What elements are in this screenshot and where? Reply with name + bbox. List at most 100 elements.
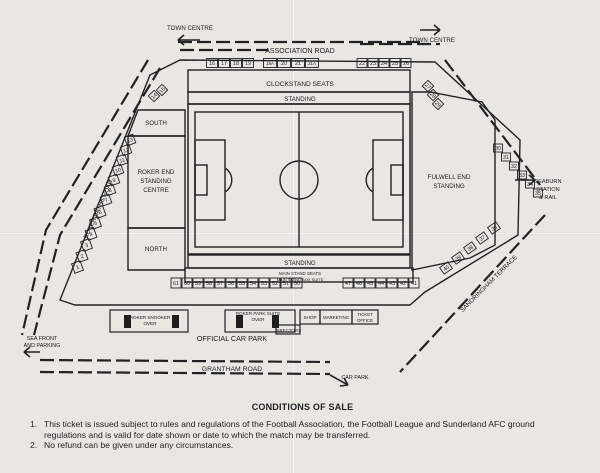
seat-block-5: 5 [88,216,103,230]
seat-block-label: 25 [392,61,398,67]
seat-block-30: 30 [493,143,503,153]
seat-block-label: 30 [495,146,501,152]
seat-block-label: 13 [126,137,134,145]
seat-block-26: 26 [400,58,412,68]
seat-block-32: 32 [509,161,519,171]
seat-block-21A: 21A [305,58,319,68]
seat-block-label: 26 [403,61,409,67]
seat-block-21: 21 [291,58,305,68]
seat-block-label: 22 [359,61,365,67]
seat-block-20: 20 [277,58,291,68]
seat-block-label: 9 [112,178,117,185]
seat-block-label: 51 [283,281,289,287]
seat-block-label: 18A [266,61,274,66]
seat-block-label: 23 [370,61,376,67]
seat-block-label: 7 [104,198,109,205]
stadium-outer-outline [59,59,521,306]
condition-text: No refund can be given under any circums… [44,440,234,451]
seat-block-2: 2 [75,249,89,263]
seat-block-47: 47 [342,277,354,289]
seat-block-58: 58 [203,277,215,289]
sandringham-terrace-line [399,214,546,373]
entrance-marker-2 [172,315,179,328]
entrance-marker-4 [272,315,279,328]
paper-fold-horizontal [0,232,600,235]
seat-block-28: 28 [426,88,440,102]
seat-block-54: 54 [247,277,259,289]
directors-building [275,324,301,335]
seat-block-31: 31 [501,152,511,162]
seat-block-label: 60 [184,281,190,287]
roker-end-label-3: CENTRE [143,187,168,194]
standing-top-label: STANDING [284,96,316,103]
seat-block-label: 45 [367,281,373,287]
seat-block-10: 10 [111,163,125,177]
seat-block-14: 14 [147,89,161,103]
seat-block-label: 29 [433,100,441,108]
penalty-arc-right [365,167,374,193]
sea-front-arrow [23,346,40,358]
seat-block-label: 43 [389,281,395,287]
standing-bottom-label: STANDING [284,260,316,267]
seat-block-label: 40 [442,265,450,273]
seat-block-label: 21A [308,61,316,66]
centre-circle [279,160,319,200]
sea-front-label-1: SEA FRONT [27,336,58,342]
seat-block-label: 14 [150,92,158,100]
seat-block-label: 11 [119,157,126,165]
main-stand-area [184,267,414,283]
seat-block-label: 50 [294,281,300,287]
roker-snooker-label-1: ROKER SNOOKER [130,315,171,320]
ticket-office-label-2: OFFICE [357,318,373,323]
seat-block-label: 2 [80,254,85,261]
seat-block-label: 20 [281,61,287,67]
seat-block-label: 15 [158,86,166,94]
seat-block-label: 38 [466,245,474,253]
seat-block-18: 18 [230,58,242,68]
seat-block-label: 35 [535,191,541,197]
seat-block-16: 16 [206,58,218,68]
town-centre-right-label: TOWN CENTRE [409,37,455,44]
seat-block-label: 10 [114,167,122,175]
seaburn-label-1: SEABURN [534,179,561,185]
seat-block-label: 58 [206,281,212,287]
seat-block-label: 61 [173,281,179,287]
car-park-arrow [329,374,349,387]
seat-block-label: 55 [239,281,245,287]
seat-block-label: 52 [272,281,278,287]
seat-block-23: 23 [367,58,379,68]
seat-block-60: 60 [181,277,193,289]
seat-block-46: 46 [353,277,365,289]
seat-block-27: 27 [421,79,435,93]
seat-block-label: 12 [122,147,130,155]
seat-block-35: 35 [533,188,543,198]
roker-park-suite-label-2: OVER [251,317,265,322]
seat-block-52: 52 [269,277,281,289]
seat-block-label: 6 [98,210,103,217]
goal-box-left [194,164,208,196]
seat-block-label: 19 [245,61,251,67]
seat-block-15: 15 [155,83,169,97]
main-stand-label-2: MAIN STAND BOX SUITE [277,277,324,282]
town-centre-left-arrow [177,34,200,46]
seat-block-label: 5 [93,221,98,228]
seat-block-24: 24 [378,58,390,68]
seat-block-label: 47 [345,281,351,287]
ticket-office-label-1: TICKET [357,312,373,317]
condition-number: 2. [30,440,38,451]
pitch [187,103,411,255]
seat-block-label: 53 [261,281,267,287]
south-label: SOUTH [145,120,167,127]
seat-block-43: 43 [386,277,398,289]
seat-block-label: 3 [84,243,89,250]
seat-block-8: 8 [103,183,117,197]
seat-block-38: 38 [462,241,478,255]
seat-block-label: 31 [503,155,509,161]
seat-block-40: 40 [438,261,454,275]
seat-block-label: 27 [423,82,431,90]
seat-block-33: 33 [517,170,527,180]
seaburn-road-line [444,59,541,186]
seat-block-label: 36 [490,225,498,233]
seat-block-label: 1 [75,265,80,272]
